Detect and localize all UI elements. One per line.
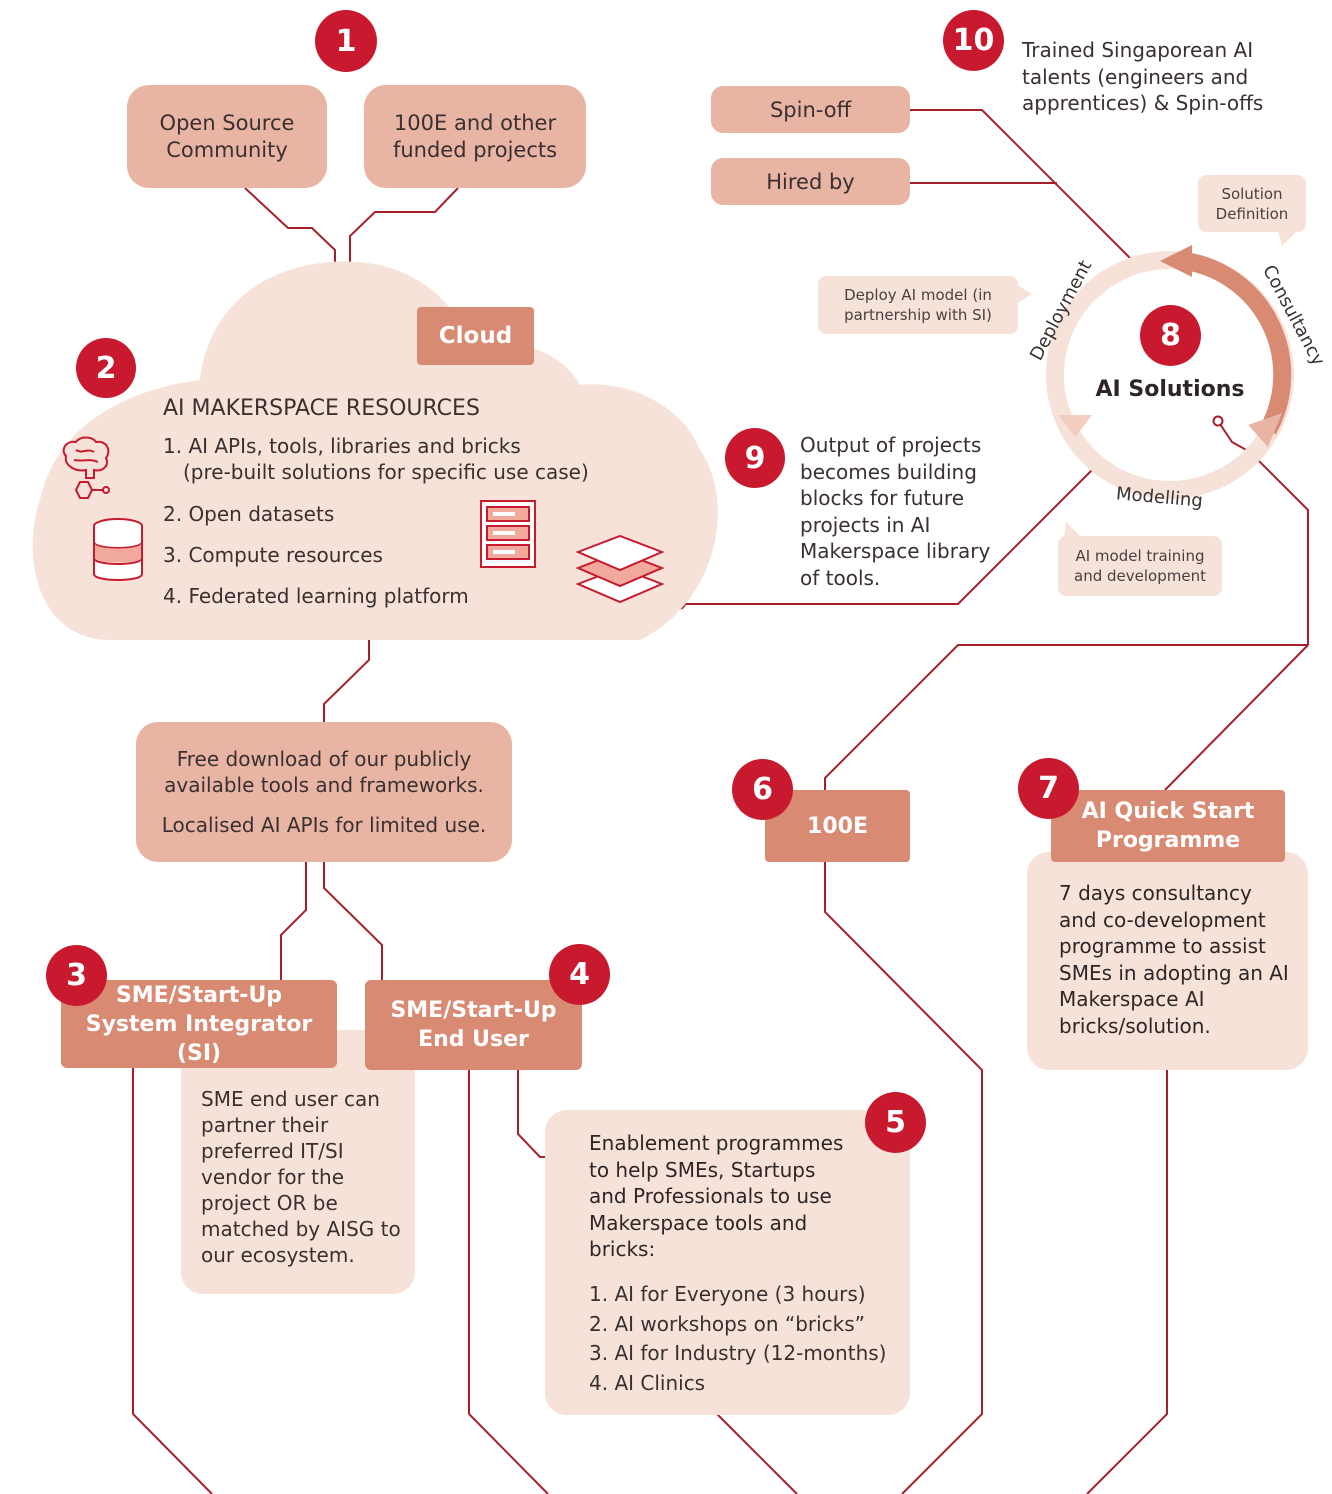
resource-item-3: 3. Compute resources	[163, 543, 383, 567]
badge-2: 2	[76, 338, 136, 398]
layers-icon	[576, 534, 664, 604]
quickstart-description: 7 days consultancy and co-development pr…	[1059, 881, 1289, 1038]
cloud-tag: Cloud	[417, 307, 534, 365]
talent-text: Trained Singaporean AI talents (engineer…	[1022, 38, 1264, 115]
badge-5: 5	[865, 1092, 926, 1153]
server-rack-icon	[480, 500, 536, 568]
deploy-model-note: Deploy AI model (in partnership with SI)	[818, 276, 1018, 334]
open-source-label: Open Source Community	[159, 110, 295, 162]
funded-projects-box: 100E and other funded projects	[364, 85, 586, 188]
model-training-text: AI model training and development	[1074, 547, 1206, 585]
quickstart-title: AI Quick Start Programme	[1081, 799, 1255, 853]
badge-10: 10	[943, 10, 1004, 71]
badge-3: 3	[46, 945, 107, 1006]
spin-off-label: Spin-off	[769, 97, 852, 122]
output-text: Output of projects becomes building bloc…	[800, 433, 991, 590]
makerspace-title: AI MAKERSPACE RESOURCES	[163, 396, 480, 421]
download-text: Free download of our publicly available …	[164, 747, 484, 797]
ai-solutions-title: AI Solutions	[1095, 377, 1245, 402]
brain-network-icon	[62, 436, 110, 499]
resource-item-2: 2. Open datasets	[163, 502, 335, 526]
deploy-model-text: Deploy AI model (in partnership with SI)	[844, 286, 992, 324]
localised-apis-text: Localised AI APIs for limited use.	[161, 813, 487, 837]
hired-by-label: Hired by	[766, 169, 855, 194]
model-training-note: AI model training and development	[1058, 536, 1222, 596]
e100-label: 100E	[807, 813, 868, 839]
enablement-item: 1. AI for Everyone (3 hours)	[589, 1282, 866, 1306]
spin-off-pill: Spin-off	[711, 86, 910, 133]
note-pointer	[1278, 230, 1298, 246]
badge-8: 8	[1140, 305, 1201, 366]
end-user-title: SME/Start-Up End User	[390, 998, 557, 1052]
enablement-box	[545, 1110, 910, 1415]
download-box: Free download of our publicly available …	[136, 722, 512, 862]
enablement-item: 3. AI for Industry (12-months)	[589, 1341, 887, 1365]
badge-7: 7	[1018, 758, 1079, 819]
funded-projects-label: 100E and other funded projects	[392, 110, 558, 162]
badge-9: 9	[725, 428, 785, 488]
cloud-tag-label: Cloud	[438, 323, 513, 349]
badge-1: 1	[315, 10, 377, 72]
database-icon	[93, 518, 143, 581]
quickstart-box: AI Quick Start Programme	[1051, 790, 1285, 862]
resource-item-1-detail: (pre-built solutions for specific use ca…	[183, 460, 589, 484]
si-title: SME/Start-Up System Integrator (SI)	[85, 982, 313, 1066]
si-box: SME/Start-Up System Integrator (SI)	[61, 980, 337, 1068]
note-pointer	[1064, 522, 1082, 538]
badge-6: 6	[732, 759, 793, 820]
note-pointer	[1016, 284, 1032, 304]
open-source-community-box: Open Source Community	[127, 85, 327, 188]
enablement-intro: Enablement programmes to help SMEs, Star…	[589, 1131, 844, 1261]
end-user-box: SME/Start-Up End User	[365, 980, 582, 1070]
hired-by-pill: Hired by	[711, 158, 910, 205]
resource-item-1: 1. AI APIs, tools, libraries and bricks	[163, 434, 521, 458]
quickstart-description-box	[1027, 852, 1308, 1070]
resource-item-4: 4. Federated learning platform	[163, 584, 469, 608]
badge-4: 4	[549, 944, 610, 1005]
enablement-item: 4. AI Clinics	[589, 1370, 706, 1395]
enablement-list: 1. AI for Everyone (3 hours) 2. AI works…	[589, 1280, 886, 1398]
ai-solutions-cycle	[1046, 245, 1294, 499]
enablement-item: 2. AI workshops on “bricks”	[589, 1311, 866, 1336]
si-description: SME end user can partner their preferred…	[201, 1087, 401, 1267]
si-description-box	[181, 1030, 415, 1294]
solution-definition-note: Solution Definition	[1198, 175, 1306, 232]
solution-definition-text: Solution Definition	[1215, 184, 1289, 223]
